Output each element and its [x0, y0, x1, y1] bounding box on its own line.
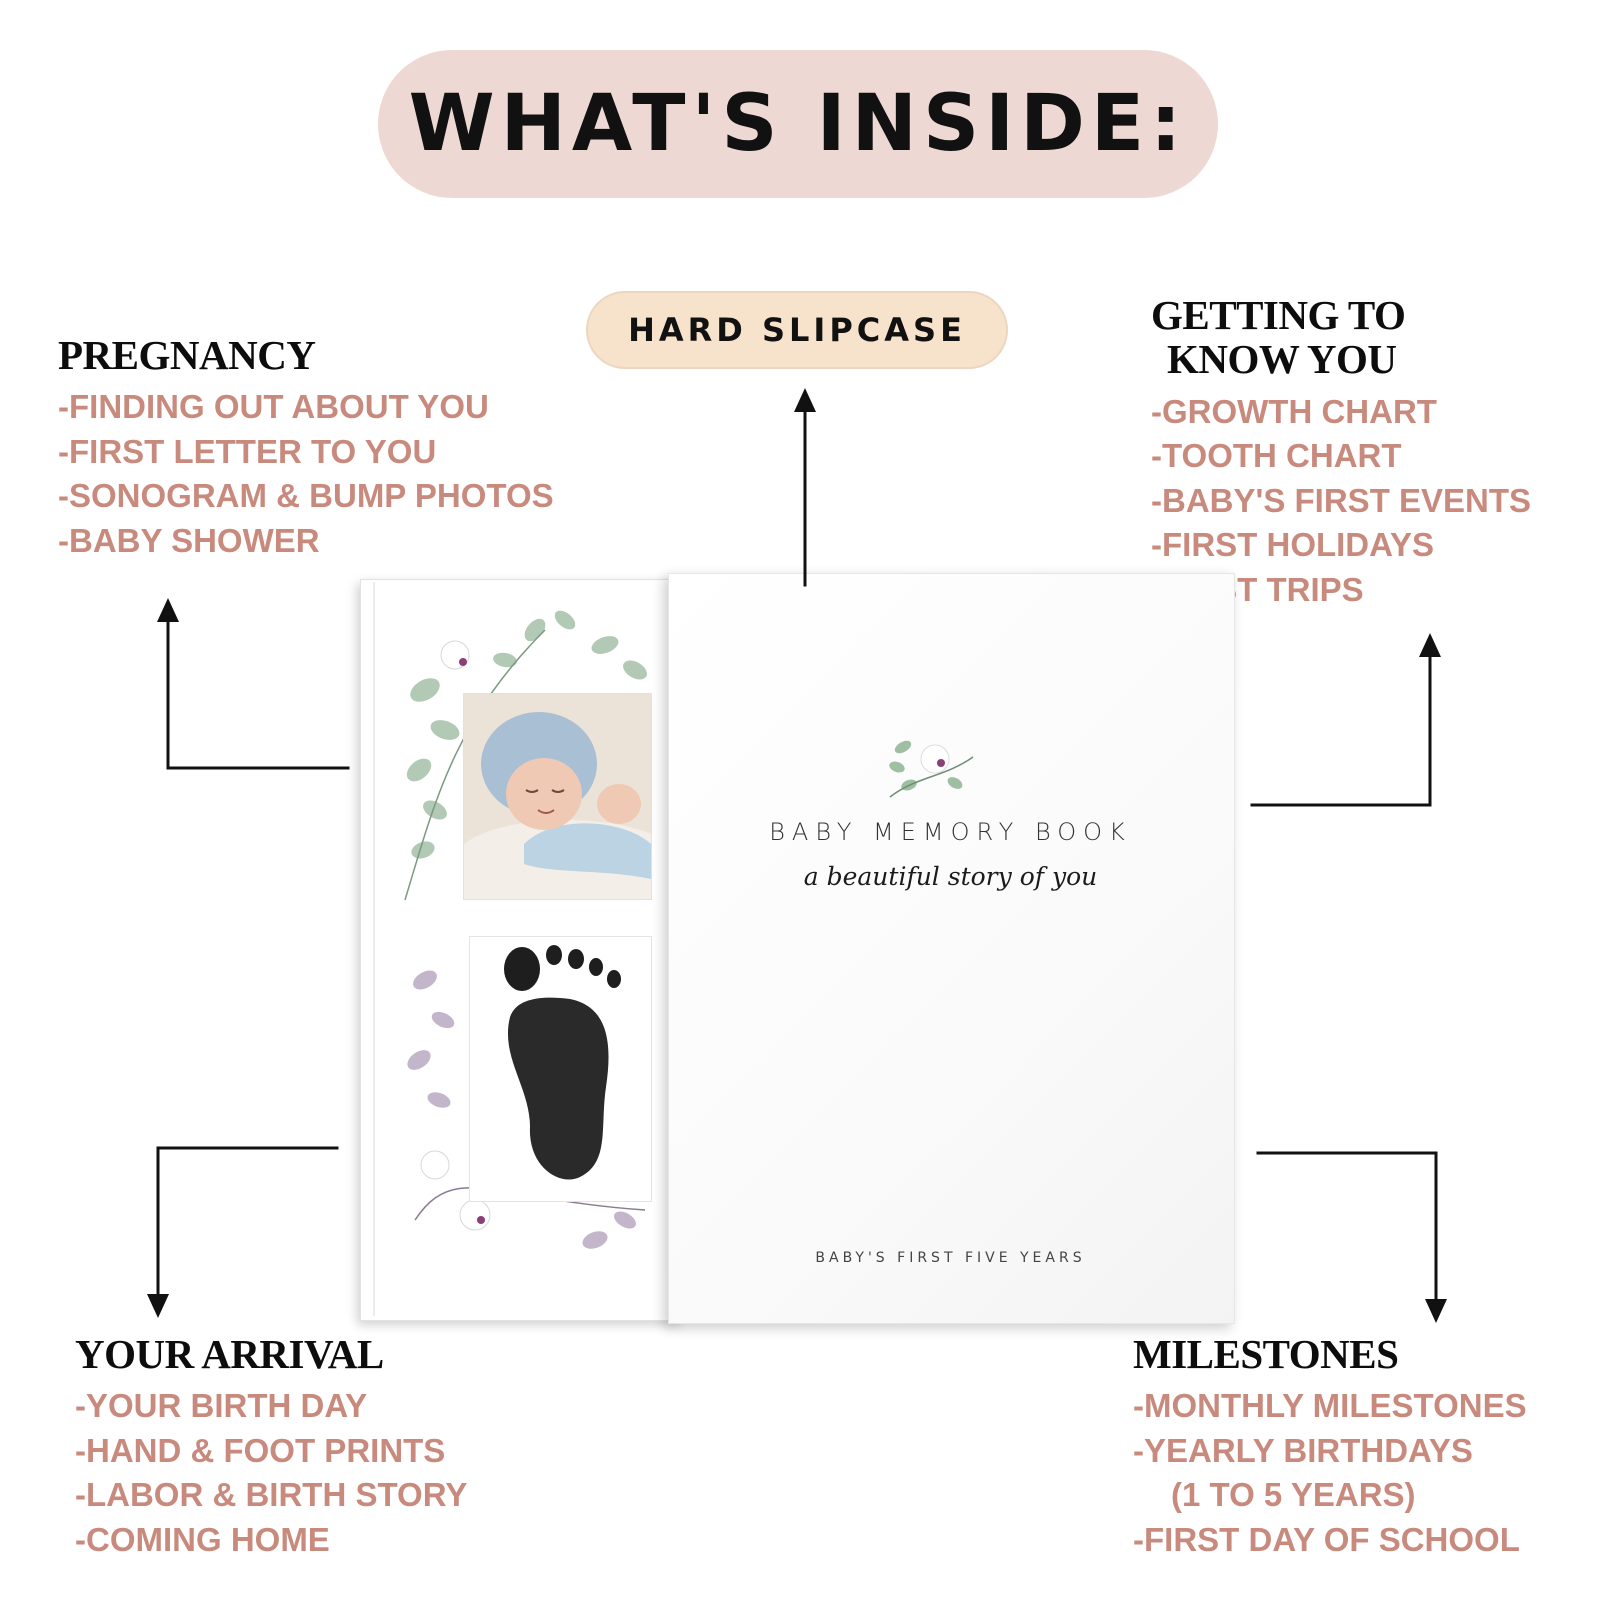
list-item: -COMING HOME — [75, 1520, 330, 1558]
list-item: -FINDING OUT ABOUT YOU — [58, 388, 489, 426]
arrow-down-icon — [1256, 1151, 1438, 1307]
list-item: -BABY'S FIRST EVENTS — [1151, 481, 1532, 519]
section-heading: MILESTONES — [1133, 1331, 1399, 1377]
list-item: -FIRST HOLIDAYS — [1151, 526, 1434, 564]
footprint-frame — [469, 936, 652, 1202]
list-item: -FIRST DAY OF SCHOOL — [1133, 1520, 1520, 1558]
page-title: WHAT'S INSIDE: — [408, 79, 1188, 169]
footprint-illustration — [504, 945, 621, 1180]
list-item: -BABY SHOWER — [58, 521, 320, 559]
slipcase-badge: HARD SLIPCASE — [586, 291, 1008, 369]
section-pregnancy: PREGNANCY -FINDING OUT ABOUT YOU -FIRST … — [58, 333, 554, 563]
cotton-flower-icon — [889, 740, 974, 798]
section-heading: PREGNANCY — [58, 332, 316, 378]
section-list: -FINDING OUT ABOUT YOU -FIRST LETTER TO … — [58, 385, 554, 563]
list-item: -TOOTH CHART — [1151, 437, 1402, 475]
section-list: -YOUR BIRTH DAY -HAND & FOOT PRINTS -LAB… — [75, 1384, 467, 1562]
book-spine — [373, 582, 375, 1316]
list-item: (1 TO 5 YEARS) — [1171, 1476, 1416, 1514]
baby-photo-illustration — [464, 694, 651, 899]
list-item: -HAND & FOOT PRINTS — [75, 1431, 446, 1469]
list-item: -GROWTH CHART — [1151, 392, 1437, 430]
arrow-down-icon — [156, 1146, 339, 1302]
list-item: -FIRST LETTER TO YOU — [58, 432, 437, 470]
section-list: -MONTHLY MILESTONES -YEARLY BIRTHDAYS (1… — [1133, 1384, 1527, 1562]
section-milestones: MILESTONES -MONTHLY MILESTONES -YEARLY B… — [1133, 1332, 1527, 1562]
section-heading-line1: GETTING TO — [1151, 292, 1406, 338]
baby-photo-frame — [463, 693, 652, 900]
list-item: -YEARLY BIRTHDAYS — [1133, 1431, 1473, 1469]
section-heading: YOUR ARRIVAL — [75, 1331, 384, 1377]
section-your-arrival: YOUR ARRIVAL -YOUR BIRTH DAY -HAND & FOO… — [75, 1332, 467, 1562]
arrow-up-icon — [1250, 648, 1432, 807]
cover-subtitle: a beautiful story of you — [803, 862, 1098, 891]
arrow-up-icon — [166, 613, 350, 770]
slipcase-label: HARD SLIPCASE — [628, 311, 966, 349]
list-item: -YOUR BIRTH DAY — [75, 1387, 368, 1425]
title-pill: WHAT'S INSIDE: — [378, 50, 1218, 198]
book-front-cover — [668, 573, 1235, 1324]
list-item: -SONOGRAM & BUMP PHOTOS — [58, 477, 554, 515]
list-item: -LABOR & BIRTH STORY — [75, 1476, 468, 1514]
list-item: -MONTHLY MILESTONES — [1133, 1387, 1527, 1425]
cover-footer: BABY'S FIRST FIVE YEARS — [815, 1250, 1086, 1266]
cover-title: BABY MEMORY BOOK — [769, 818, 1132, 846]
section-heading-line2: KNOW YOU — [1167, 336, 1397, 383]
